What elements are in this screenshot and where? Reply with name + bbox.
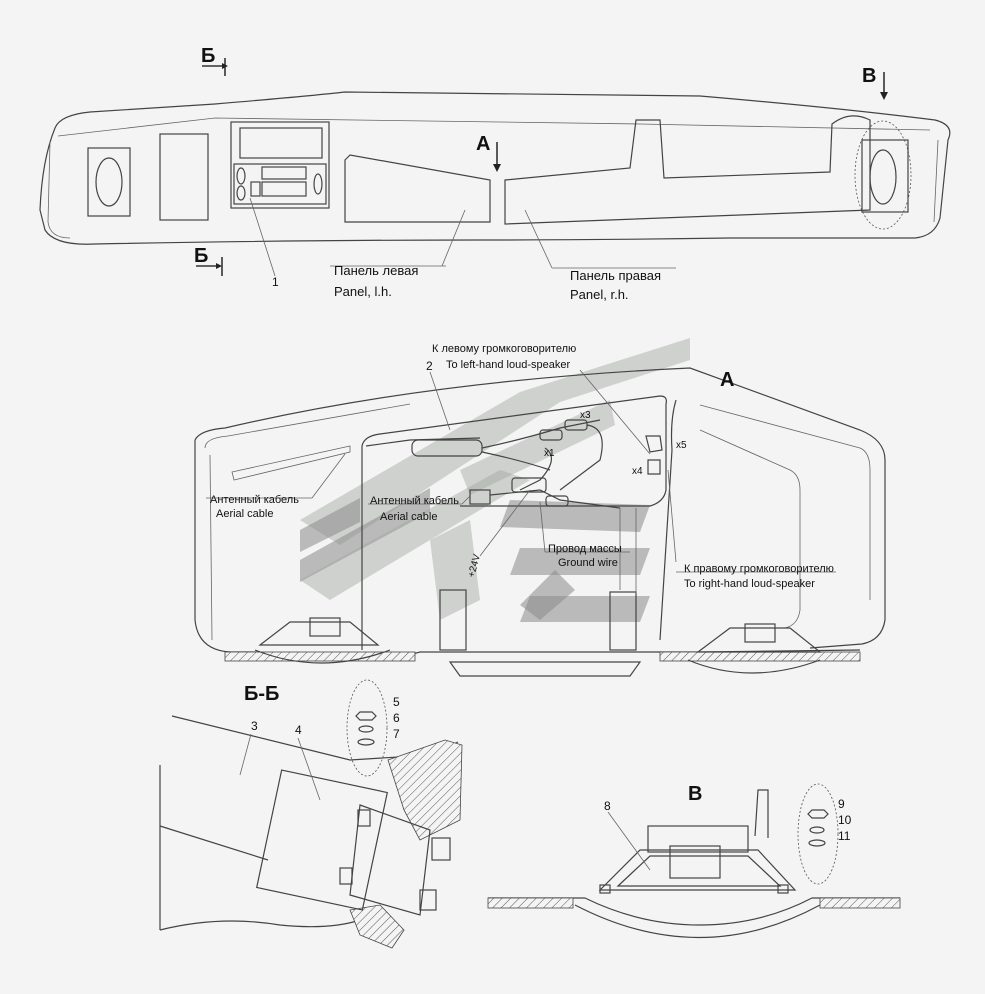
panel-left-en: Panel, l.h. [334, 284, 392, 299]
part-number-7: 7 [393, 727, 400, 741]
aerial-cable-2-ru: Антенный кабель [370, 495, 459, 507]
part-number-5: 5 [393, 695, 400, 709]
watermark-logo [300, 338, 690, 622]
connector-x5: x5 [676, 440, 687, 451]
view-v-speaker [487, 783, 901, 938]
part-number-3: 3 [251, 719, 258, 733]
right-speaker-en: To right-hand loud-speaker [684, 578, 815, 590]
aerial-cable-1-ru: Антенный кабель [210, 494, 299, 506]
ground-wire-ru: Провод массы [548, 543, 622, 555]
panel-left-ru: Панель левая [334, 263, 418, 278]
right-speaker-ru: К правому громкоговорителю [684, 563, 834, 575]
part-number-11: 11 [838, 829, 851, 843]
part-number-1: 1 [272, 275, 279, 289]
view-a-title: А [720, 369, 734, 391]
labels: Б Б А В А Б-Б В Панель левая Panel, l.h.… [194, 45, 876, 843]
panel-right-en: Panel, r.h. [570, 287, 629, 302]
section-bb-title: Б-Б [244, 683, 279, 705]
connector-x3: x3 [580, 410, 591, 421]
aerial-cable-2-en: Aerial cable [380, 511, 437, 523]
dashboard-top-view [39, 58, 951, 277]
panel-right-ru: Панель правая [570, 268, 661, 283]
view-a-wiring [194, 367, 886, 677]
connector-x4: x4 [632, 466, 643, 477]
left-speaker-ru: К левому громкоговорителю [432, 343, 576, 355]
part-number-8: 8 [604, 799, 611, 813]
part-number-10: 10 [838, 813, 852, 827]
part-number-6: 6 [393, 711, 400, 725]
section-bb [159, 679, 463, 949]
view-a-arrow-label: А [476, 133, 490, 155]
section-b-bottom-label: Б [194, 245, 208, 267]
part-number-9: 9 [838, 797, 845, 811]
part-number-4: 4 [295, 723, 302, 737]
section-b-top-label: Б [201, 45, 215, 67]
left-speaker-en: To left-hand loud-speaker [446, 359, 570, 371]
connector-x1: x1 [544, 448, 555, 459]
ground-wire-en: Ground wire [558, 557, 618, 569]
part-number-2: 2 [426, 359, 433, 373]
view-v-title: В [688, 783, 702, 805]
aerial-cable-1-en: Aerial cable [216, 508, 273, 520]
view-v-arrow-label: В [862, 65, 876, 87]
